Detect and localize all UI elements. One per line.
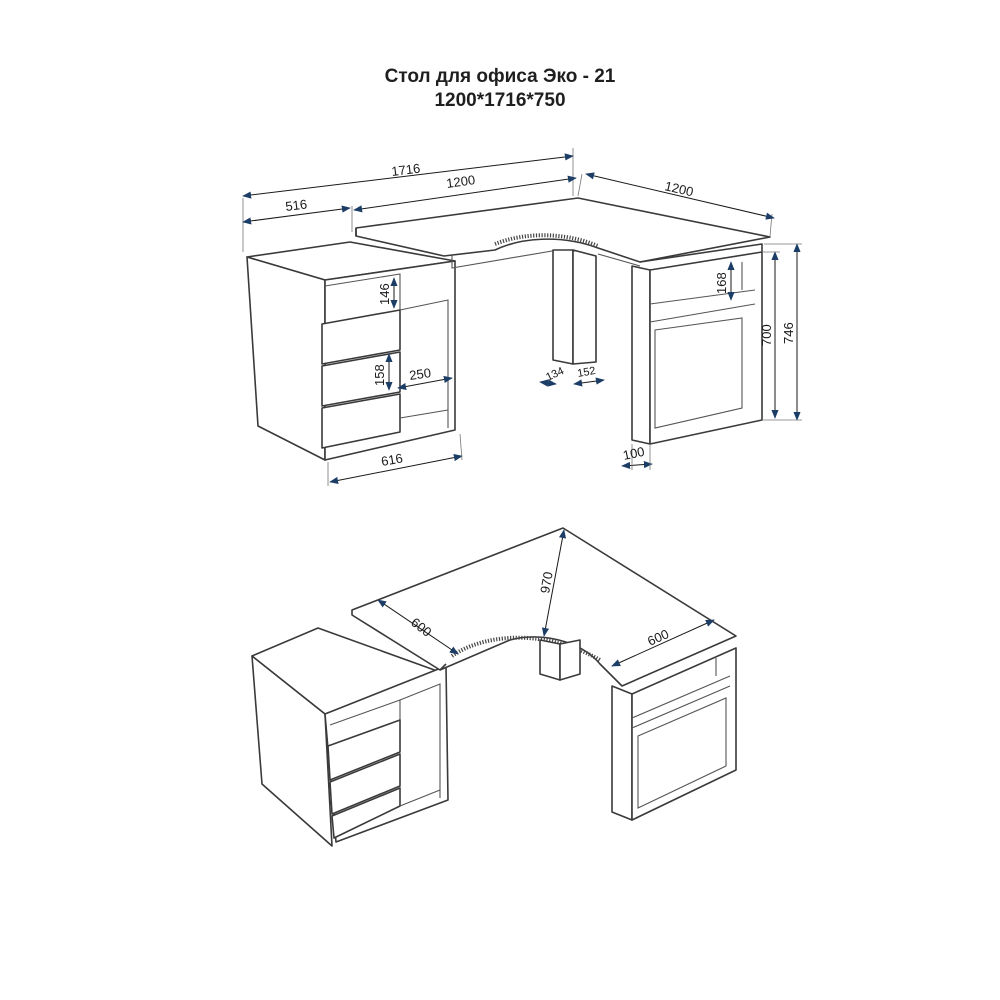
drawing-subtitle: 1200*1716*750 <box>434 90 566 111</box>
dim-1200-right: 1200 <box>663 178 695 199</box>
dim-1200-top: 1200 <box>445 172 476 191</box>
dim-152: 152 <box>576 365 596 380</box>
dim-746: 746 <box>781 322 796 344</box>
dim-line-1200-top <box>353 175 577 213</box>
pedestal-bottom-view <box>251 627 449 847</box>
dimensions-bottom-view <box>377 529 715 667</box>
center-leg-bottom-view <box>539 639 581 681</box>
dim-line-152 <box>573 377 605 387</box>
dimensions-top-view <box>242 148 802 486</box>
dim-line-616 <box>329 454 463 484</box>
right-panel-top-view <box>631 243 763 445</box>
dim-100: 100 <box>622 444 646 463</box>
dim-250: 250 <box>408 365 432 383</box>
dim-line-100 <box>621 460 653 470</box>
dim-146: 146 <box>377 283 392 305</box>
dim-158: 158 <box>372 364 387 386</box>
dim-line-600-right <box>611 619 715 667</box>
dim-516: 516 <box>285 196 308 214</box>
center-leg-top-view <box>552 249 597 365</box>
dim-line-600-left <box>377 599 459 655</box>
bottom-view: 600 600 970 <box>251 527 737 847</box>
dim-line-250 <box>397 375 453 391</box>
dim-970: 970 <box>537 571 556 595</box>
dim-line-970 <box>541 529 567 637</box>
dim-line-516 <box>242 205 351 225</box>
top-view: 1716 516 1200 1200 146 158 250 616 134 1… <box>242 148 802 486</box>
dim-line-1200-right <box>585 172 775 220</box>
dim-1716: 1716 <box>391 161 422 179</box>
dim-line-134 <box>539 379 557 387</box>
dim-168: 168 <box>714 272 729 294</box>
pedestal-top-view <box>246 241 456 461</box>
dim-616: 616 <box>380 450 404 469</box>
drawing-title: Стол для офиса Эко - 21 <box>384 66 616 87</box>
right-panel-bottom-view <box>611 647 737 821</box>
dim-700: 700 <box>759 324 774 346</box>
tabletop-top-view <box>355 197 771 269</box>
dim-134: 134 <box>544 365 566 384</box>
